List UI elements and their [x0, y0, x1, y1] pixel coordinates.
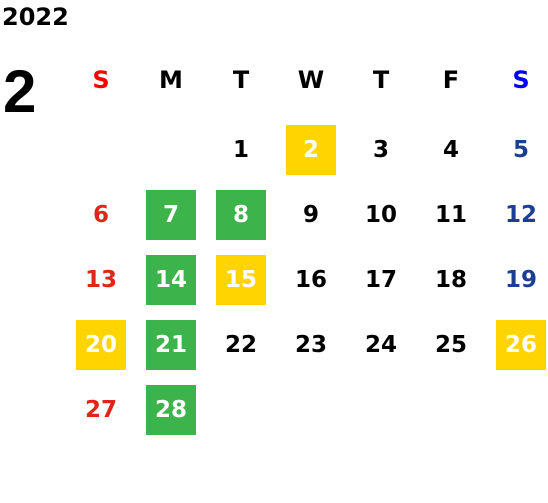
- calendar-day-24: 24: [364, 332, 397, 358]
- weekday-header-tuesday: T: [232, 66, 250, 94]
- calendar-day-15: 15: [216, 255, 266, 305]
- calendar-day-22: 22: [224, 332, 257, 358]
- calendar-day-8: 8: [216, 190, 266, 240]
- calendar-day-2: 2: [286, 125, 336, 175]
- calendar-day-4: 4: [442, 137, 459, 163]
- calendar-day-19: 19: [504, 267, 537, 293]
- calendar-day-5: 5: [512, 137, 529, 163]
- calendar-day-21: 21: [146, 320, 196, 370]
- calendar-day-6: 6: [92, 202, 109, 228]
- calendar-day-10: 10: [364, 202, 397, 228]
- weekday-header-monday: M: [159, 66, 183, 94]
- weekday-header-wednesday: W: [297, 66, 325, 94]
- calendar-day-27: 27: [84, 397, 117, 423]
- calendar-day-23: 23: [294, 332, 327, 358]
- calendar-day-1: 1: [232, 137, 249, 163]
- weekday-header-row: S M T W T F S: [76, 55, 546, 105]
- calendar-day-3: 3: [372, 137, 389, 163]
- calendar-day-7: 7: [146, 190, 196, 240]
- calendar-day-11: 11: [434, 202, 467, 228]
- calendar-day-9: 9: [302, 202, 319, 228]
- calendar-day-14: 14: [146, 255, 196, 305]
- calendar-day-25: 25: [434, 332, 467, 358]
- calendar-day-26: 26: [496, 320, 546, 370]
- weekday-header-friday: F: [442, 66, 460, 94]
- calendar-day-12: 12: [504, 202, 537, 228]
- calendar-day-16: 16: [294, 267, 327, 293]
- weekday-header-saturday: S: [512, 66, 530, 94]
- calendar-day-18: 18: [434, 267, 467, 293]
- calendar-empty-cell: [76, 125, 126, 175]
- calendar-day-13: 13: [84, 267, 117, 293]
- month-number: 2: [3, 58, 37, 125]
- weekday-header-sunday: S: [92, 66, 110, 94]
- calendar-day-20: 20: [76, 320, 126, 370]
- calendar-day-17: 17: [364, 267, 397, 293]
- weekday-header-thursday: T: [372, 66, 390, 94]
- calendar-grid: 1 2 3 4 5 6 7 8 9 10 11 12 13 14 15 16 1…: [76, 125, 546, 435]
- year-label: 2022: [2, 3, 69, 31]
- calendar-empty-cell: [146, 125, 196, 175]
- calendar-day-28: 28: [146, 385, 196, 435]
